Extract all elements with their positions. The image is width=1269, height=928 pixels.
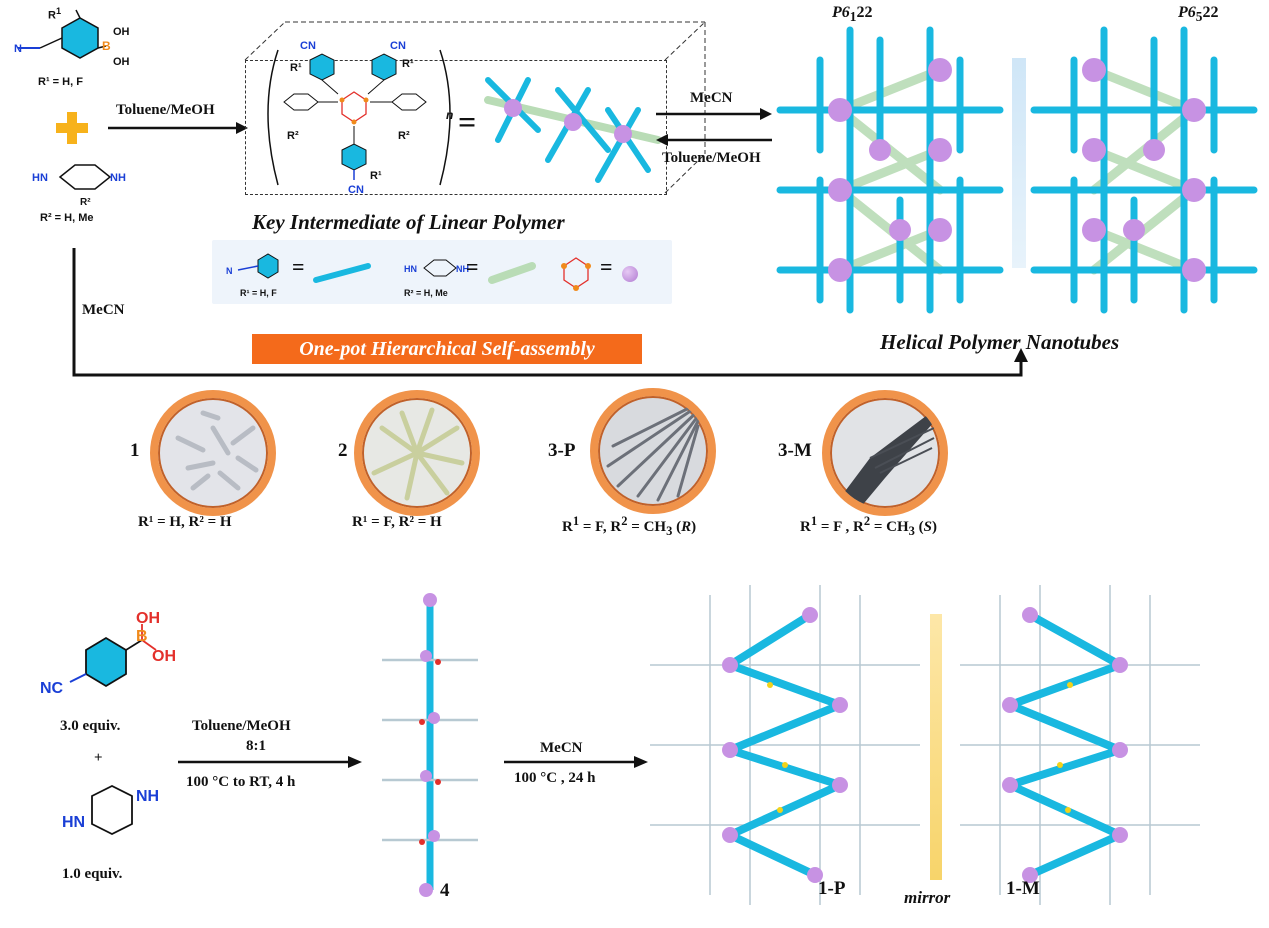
space-group-right: P6522 bbox=[1178, 4, 1219, 25]
arrow-to-nanotubes bbox=[504, 756, 648, 768]
arrow1-solvent: Toluene/MeOH bbox=[192, 718, 291, 734]
svg-text:N: N bbox=[226, 266, 233, 276]
intermediate-box bbox=[245, 60, 667, 195]
legend-green-rod bbox=[488, 262, 536, 284]
one-pot-arrow bbox=[72, 248, 1028, 377]
legend-piperazine-structure: HN NH bbox=[404, 259, 469, 277]
arrow-to-intermediate bbox=[108, 122, 248, 134]
crystal-caption-1: R¹ = H, R² = H bbox=[138, 514, 232, 530]
crystal-needles-3m bbox=[840, 413, 935, 508]
intermediate-box-3d-edges bbox=[244, 21, 706, 194]
intermediate-r2-left: R² bbox=[287, 130, 299, 142]
product-4-label: 4 bbox=[440, 880, 450, 901]
arrow-label-mecn-down: MeCN bbox=[82, 302, 125, 318]
arrow2-solvent: MeCN bbox=[540, 740, 583, 756]
equiv-boronic-acid: 3.0 equiv. bbox=[60, 718, 121, 734]
svg-text:N: N bbox=[14, 43, 22, 55]
intermediate-r1-left: R¹ bbox=[290, 62, 302, 74]
bottom-plus: + bbox=[94, 750, 103, 766]
linear-polymer-structure bbox=[267, 49, 451, 186]
nanotube-model-right bbox=[1030, 26, 1258, 314]
legend-piperazine-r2: R² = H, Me bbox=[404, 288, 448, 298]
crystal-needles-3p bbox=[606, 404, 700, 502]
piperazine-structure-top: HN NH R² bbox=[32, 164, 126, 208]
svg-text:HN: HN bbox=[32, 172, 48, 184]
intermediate-r1-bottom: R¹ bbox=[370, 170, 382, 182]
crystal-caption-3m: R1 = F , R2 = CH3 (S) bbox=[800, 514, 937, 538]
label-1m: 1-M bbox=[1006, 878, 1040, 899]
crystal-needles-1 bbox=[175, 410, 259, 491]
bottom-oh-right: OH bbox=[152, 648, 176, 665]
boronic-acid-structure-bottom bbox=[69, 624, 157, 688]
crystal-caption-2: R¹ = F, R² = H bbox=[352, 514, 442, 530]
intermediate-repeat-n: n bbox=[446, 108, 454, 122]
arrow1-conditions: 100 °C to RT, 4 h bbox=[186, 774, 296, 790]
crystal-photo-1 bbox=[150, 390, 276, 516]
arrow-to-product-4 bbox=[178, 756, 362, 768]
svg-text:B: B bbox=[102, 39, 111, 53]
legend-box bbox=[212, 240, 672, 304]
self-assembly-banner: One-pot Hierarchical Self-assembly bbox=[252, 334, 642, 364]
space-group-left: P6122 bbox=[832, 4, 873, 25]
legend-boroxine-structure bbox=[561, 257, 591, 291]
crystal-photo-3p bbox=[590, 388, 716, 514]
arrow1-ratio: 8:1 bbox=[246, 738, 266, 754]
legend-node-sphere bbox=[622, 266, 638, 282]
product-4-chain bbox=[382, 593, 478, 897]
intermediate-title: Key Intermediate of Linear Polymer bbox=[252, 210, 565, 234]
arrow-label-toluene-back: Toluene/MeOH bbox=[662, 150, 761, 166]
crystal-photo-2 bbox=[354, 390, 480, 516]
equilibrium-arrows bbox=[656, 108, 772, 146]
piperazine-structure-bottom bbox=[91, 784, 133, 836]
crystal-label-3m: 3-M bbox=[778, 440, 812, 461]
legend-aryl-structure: N bbox=[226, 253, 279, 279]
boronic-oh-label-1: OH bbox=[113, 26, 130, 38]
bottom-nc-label: NC bbox=[40, 680, 64, 697]
svg-text:NH: NH bbox=[456, 264, 469, 274]
boronic-acid-structure-top: B N bbox=[14, 9, 111, 59]
crystal-needles-2 bbox=[371, 407, 465, 501]
crystal-label-1: 1 bbox=[130, 440, 140, 461]
legend-equals-2: = bbox=[466, 254, 479, 279]
crystal-photo-3m bbox=[822, 390, 948, 516]
bottom-oh-top: OH bbox=[136, 610, 160, 627]
intermediate-r2-right: R² bbox=[398, 130, 410, 142]
svg-text:HN: HN bbox=[404, 264, 417, 274]
mirror-plane-bottom bbox=[930, 614, 942, 880]
intermediate-cn-right: CN bbox=[390, 40, 406, 52]
equiv-piperazine: 1.0 equiv. bbox=[62, 866, 123, 882]
boronic-oh-label-2: OH bbox=[113, 56, 130, 68]
bottom-hn-label: HN bbox=[62, 814, 86, 831]
legend-blue-rod bbox=[313, 263, 371, 283]
svg-text:NH: NH bbox=[110, 172, 126, 184]
crystal-structure-1m bbox=[960, 585, 1200, 905]
intermediate-cn-bottom: CN bbox=[348, 184, 364, 196]
intermediate-cn-left: CN bbox=[300, 40, 316, 52]
intermediate-equals: = bbox=[458, 104, 477, 140]
legend-equals-3: = bbox=[600, 254, 613, 279]
linear-polymer-model bbox=[484, 77, 662, 183]
arrow-label-toluene-meoh: Toluene/MeOH bbox=[116, 102, 215, 118]
bottom-nh-label: NH bbox=[136, 788, 160, 805]
plus-icon bbox=[56, 112, 88, 144]
crystal-label-3p: 3-P bbox=[548, 440, 576, 461]
bottom-boron-label: B bbox=[136, 628, 148, 645]
arrow2-conditions: 100 °C , 24 h bbox=[514, 770, 596, 786]
r2-definition: R² = H, Me bbox=[40, 212, 94, 224]
legend-equals-1: = bbox=[292, 254, 305, 279]
arrow-label-mecn-forward: MeCN bbox=[690, 90, 733, 106]
crystal-label-2: 2 bbox=[338, 440, 348, 461]
label-1p: 1-P bbox=[818, 878, 846, 899]
legend-aryl-r1: R¹ = H, F bbox=[240, 288, 277, 298]
intermediate-r1-right: R¹ bbox=[402, 58, 414, 70]
crystal-structure-1p bbox=[650, 585, 920, 905]
nanotubes-title: Helical Polymer Nanotubes bbox=[880, 330, 1120, 354]
mirror-plane-top bbox=[1012, 58, 1026, 268]
mirror-label: mirror bbox=[904, 888, 951, 907]
nanotube-model-left bbox=[776, 26, 1004, 314]
r1-definition: R¹ = H, F bbox=[38, 76, 83, 88]
r1-substituent-label: R1 bbox=[48, 6, 62, 22]
crystal-caption-3p: R1 = F, R2 = CH3 (R) bbox=[562, 514, 697, 538]
svg-text:R²: R² bbox=[80, 197, 91, 208]
